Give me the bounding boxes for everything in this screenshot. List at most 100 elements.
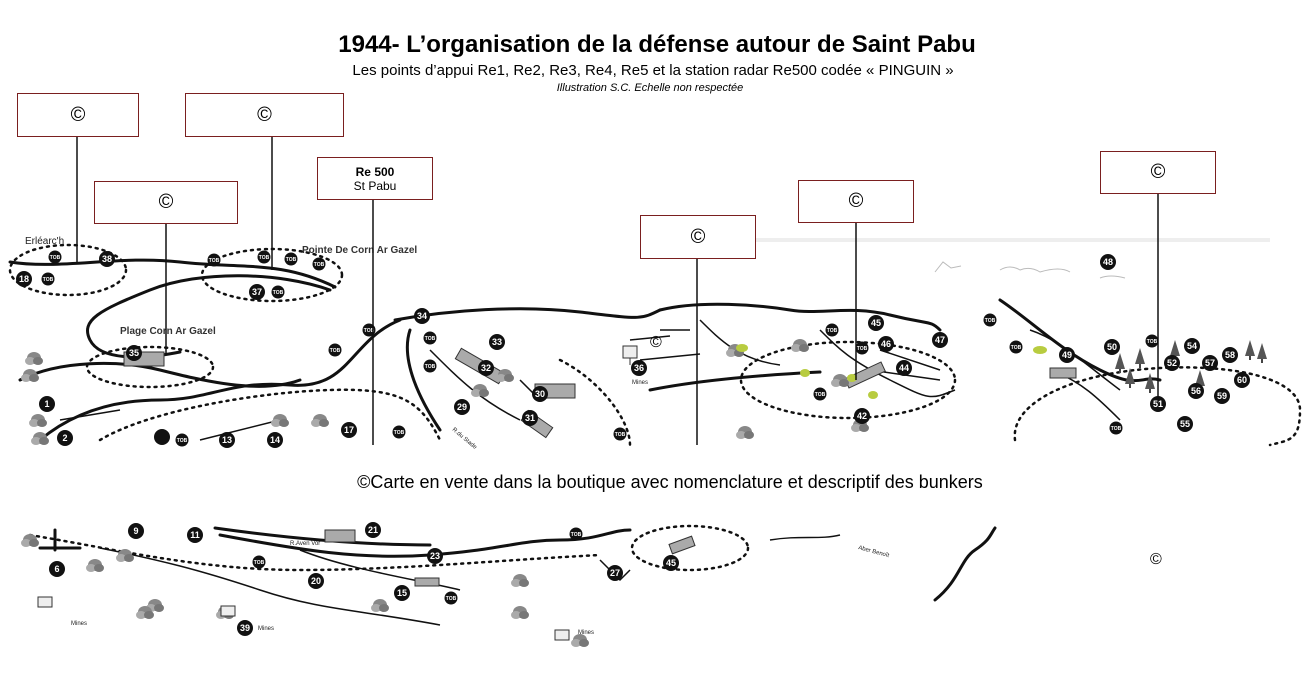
tob-marker: TOB — [271, 285, 285, 299]
site-number: 48 — [1103, 257, 1113, 267]
tob-marker: TOB — [41, 272, 55, 286]
mines-label-top: Mines — [632, 380, 648, 386]
svg-text:TOB: TOB — [446, 596, 457, 602]
site-marker: 52 — [1164, 355, 1180, 371]
page-subtitle: Les points d’appui Re1, Re2, Re3, Re4, R… — [352, 62, 954, 79]
tob-marker: TOB — [328, 343, 342, 357]
site-marker: 29 — [454, 399, 470, 415]
tob-marker: TOB — [444, 591, 458, 605]
sale-notice-banner: ©Carte en vente dans la boutique avec no… — [357, 472, 983, 492]
site-number: 52 — [1167, 358, 1177, 368]
site-marker: 27 — [607, 565, 623, 581]
site-number: 6 — [54, 564, 59, 574]
site-marker: 31 — [522, 410, 538, 426]
tob-marker: TOB — [983, 313, 997, 327]
svg-text:TOB: TOB — [364, 328, 375, 334]
site-number: 29 — [457, 402, 467, 412]
tob-marker: TOB — [1109, 421, 1123, 435]
site-marker: 44 — [896, 360, 912, 376]
place-plage-corn-ar-gazel: Plage Corn Ar Gazel — [120, 326, 216, 337]
site-marker: 14 — [267, 432, 283, 448]
svg-text:TOB: TOB — [314, 262, 325, 268]
svg-text:TOB: TOB — [571, 532, 582, 538]
site-marker: 23 — [427, 548, 443, 564]
bottom-map-strip: Mines Mines Mines Aber Benoît R.Aven Vor… — [21, 522, 1162, 647]
site-number: 20 — [311, 576, 321, 586]
site-marker: 1 — [39, 396, 55, 412]
illustration-credit: Illustration S.C. Echelle non respectée — [556, 82, 744, 94]
site-marker: 57 — [1202, 355, 1218, 371]
callout-copyright: © — [1150, 161, 1166, 183]
tob-marker: TOB — [257, 250, 271, 264]
site-number: 23 — [430, 551, 440, 561]
site-number: 18 — [19, 274, 29, 284]
svg-text:TOB: TOB — [254, 560, 265, 566]
page-title: 1944- L’organisation de la défense autou… — [338, 31, 976, 58]
site-number: 11 — [190, 530, 200, 540]
site-marker: 50 — [1104, 339, 1120, 355]
site-marker: 42 — [854, 408, 870, 424]
callout-re500-title: Re 500 — [355, 164, 395, 179]
site-number: 50 — [1107, 342, 1117, 352]
site-number: 2 — [62, 433, 67, 443]
site-number: 39 — [240, 623, 250, 633]
site-number: 33 — [492, 337, 502, 347]
site-number: 47 — [935, 335, 945, 345]
site-marker: 30 — [532, 386, 548, 402]
map-copyright-mark-bottom: © — [1150, 551, 1162, 568]
tob-marker: TOB — [175, 433, 189, 447]
site-number: 59 — [1217, 391, 1227, 401]
svg-text:TOB: TOB — [330, 348, 341, 354]
tob-marker: TOB — [312, 257, 326, 271]
site-number: 56 — [1191, 386, 1201, 396]
tob-marker: TOB — [392, 425, 406, 439]
svg-text:TOB: TOB — [425, 336, 436, 342]
svg-text:TOB: TOB — [1011, 345, 1022, 351]
tob-marker: TOB — [48, 250, 62, 264]
callout-re500: Re 500 St Pabu — [317, 157, 433, 200]
svg-text:TOB: TOB — [259, 255, 270, 261]
callout-re500-location: St Pabu — [353, 178, 397, 193]
tob-marker: TOB — [613, 427, 627, 441]
site-marker: 13 — [219, 432, 235, 448]
site-marker — [154, 429, 170, 445]
mines-label-right: Mines — [578, 630, 594, 636]
site-number: 38 — [102, 254, 112, 264]
callout-copyright: © — [70, 103, 86, 126]
site-marker: 36 — [631, 360, 647, 376]
site-marker: 46 — [878, 336, 894, 352]
svg-text:TOB: TOB — [1147, 339, 1158, 345]
svg-text:TOB: TOB — [286, 257, 297, 263]
callout-box-3: © — [94, 181, 238, 224]
site-marker: 33 — [489, 334, 505, 350]
tob-marker: TOB — [1009, 340, 1023, 354]
site-number: 60 — [1237, 375, 1247, 385]
callout-copyright: © — [690, 225, 706, 248]
callout-box-5: © — [798, 180, 914, 223]
site-number: 57 — [1205, 358, 1215, 368]
site-number: 1 — [44, 399, 49, 409]
site-number: 45 — [666, 558, 676, 568]
site-marker: 6 — [49, 561, 65, 577]
site-marker: 39 — [237, 620, 253, 636]
mines-label-mid: Mines — [258, 626, 274, 632]
site-number: 55 — [1180, 419, 1190, 429]
site-marker: 9 — [128, 523, 144, 539]
site-marker: 51 — [1150, 396, 1166, 412]
road-label-stade: R.du Stade — [451, 427, 478, 451]
callout-copyright: © — [158, 191, 174, 213]
tob-marker: TOB — [284, 252, 298, 266]
site-marker: 37 — [249, 284, 265, 300]
site-number: 46 — [881, 339, 891, 349]
map-copyright-mark-top: © — [650, 334, 662, 351]
tob-marker: TOB — [423, 331, 437, 345]
tob-marker: TOB — [855, 341, 869, 355]
site-number: 35 — [129, 348, 139, 358]
site-marker: 60 — [1234, 372, 1250, 388]
callout-copyright: © — [257, 103, 272, 126]
site-number: 17 — [344, 425, 354, 435]
svg-text:TOB: TOB — [177, 438, 188, 444]
svg-text:TOB: TOB — [615, 432, 626, 438]
callout-copyright: © — [848, 190, 864, 212]
site-number: 58 — [1225, 350, 1235, 360]
